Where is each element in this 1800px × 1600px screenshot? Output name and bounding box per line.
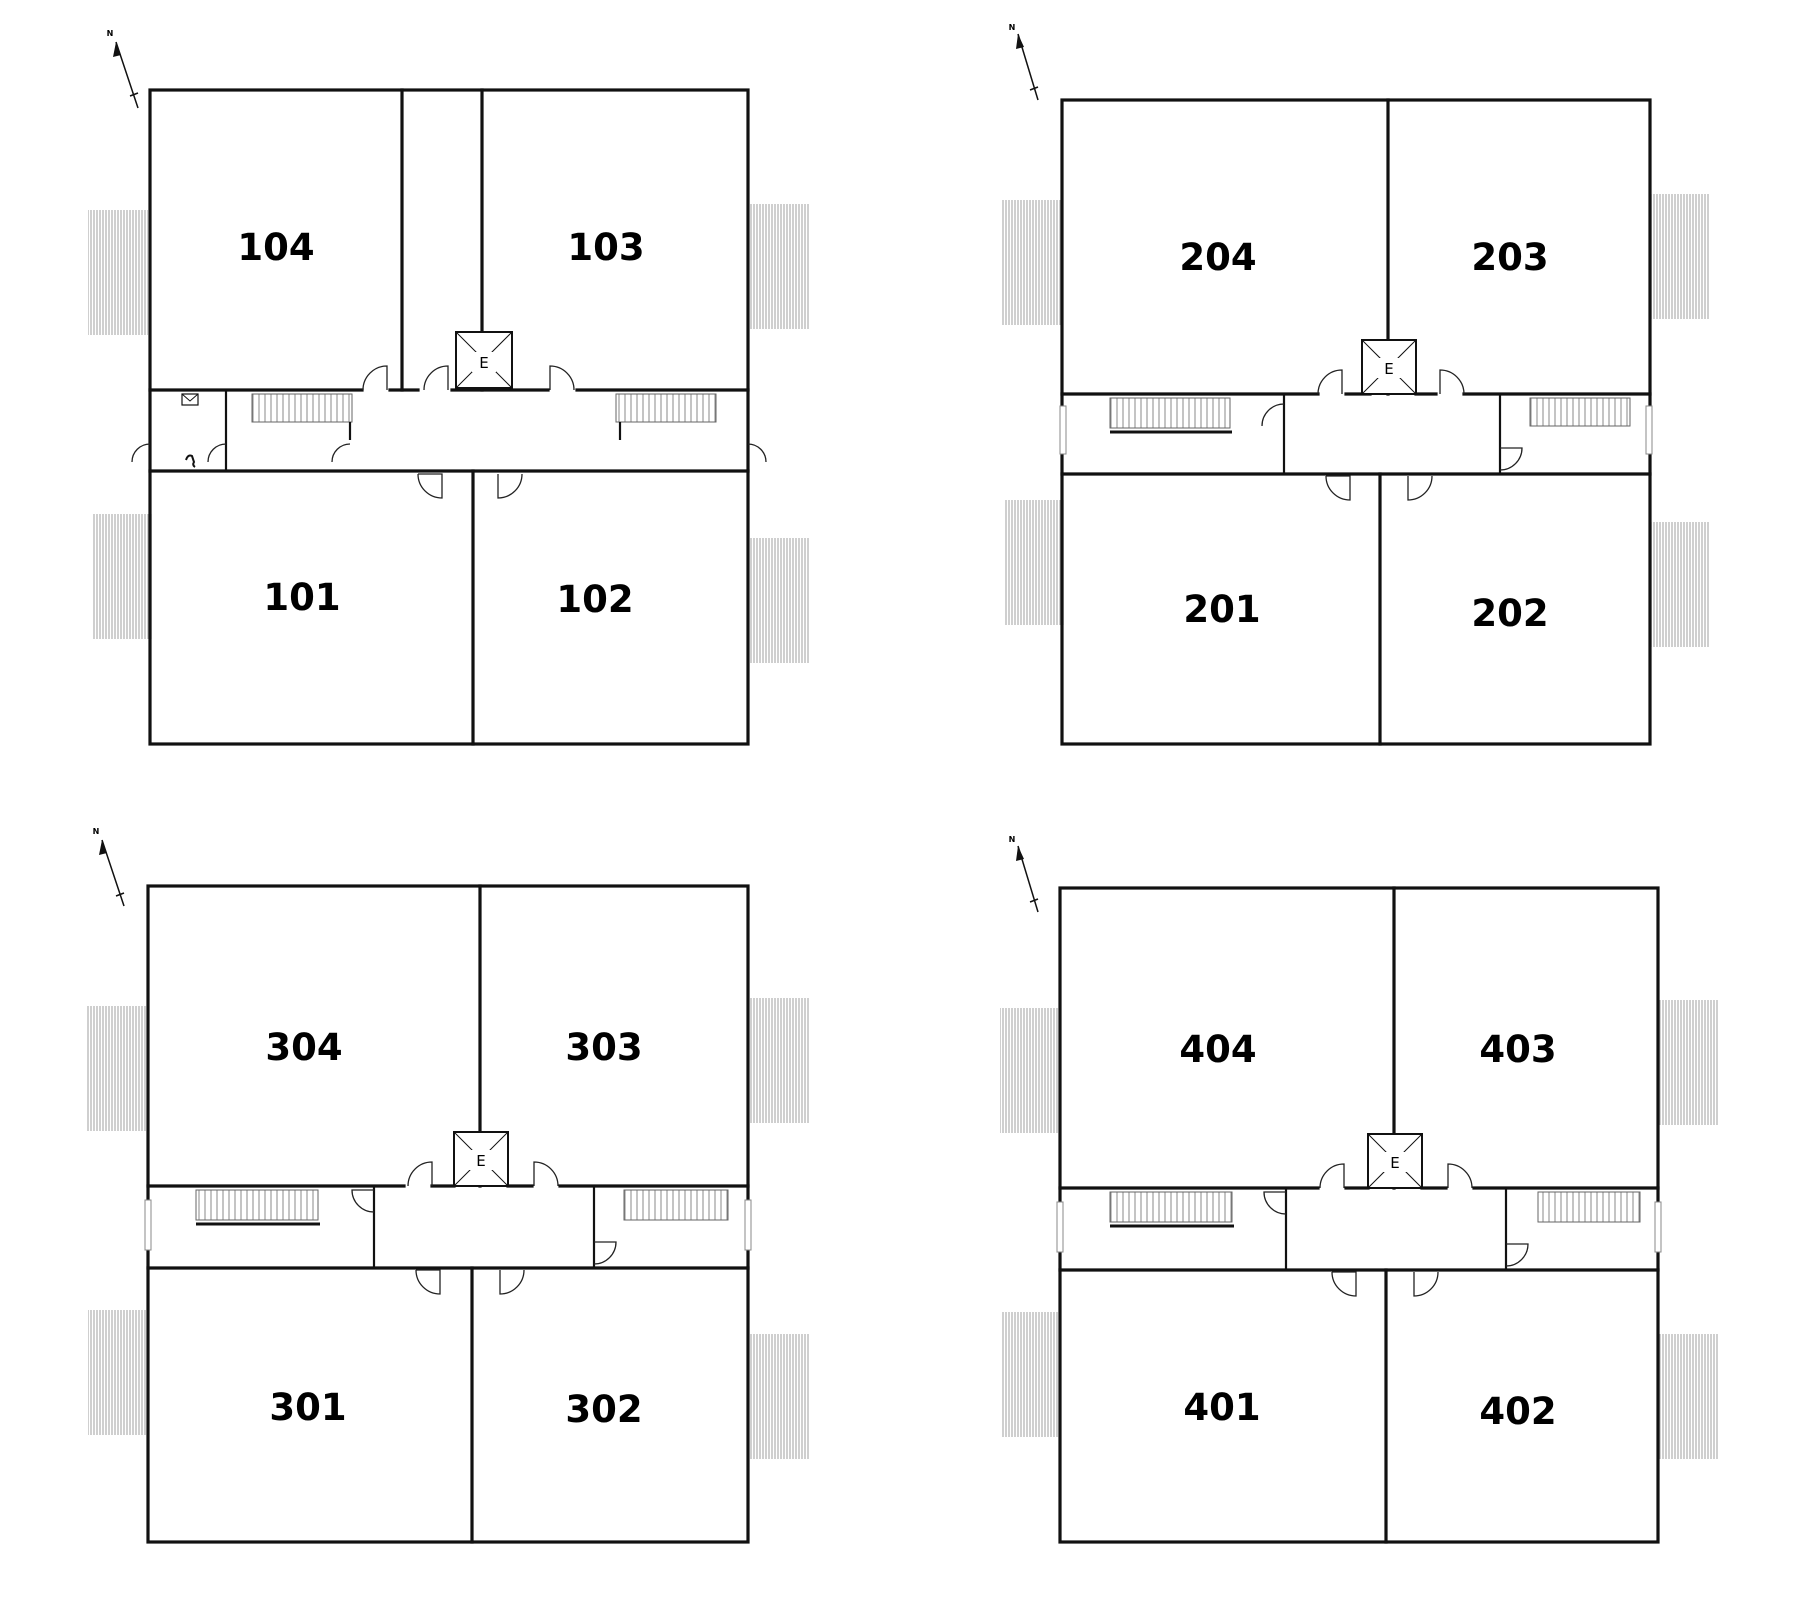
- balcony-icon: [1658, 1334, 1718, 1459]
- north-arrow-icon: N: [1009, 835, 1039, 913]
- elevator-label: E: [479, 354, 488, 372]
- door-icon: [351, 1189, 375, 1213]
- room-label: 303: [565, 1026, 642, 1069]
- balcony-icon: [1658, 1000, 1718, 1125]
- door-icon: [417, 473, 443, 499]
- balcony-icon: [1004, 500, 1064, 625]
- balcony-icon: [86, 1006, 146, 1131]
- north-label: N: [93, 827, 100, 836]
- north-label: N: [1009, 835, 1016, 844]
- balcony-icon: [92, 514, 152, 639]
- north-label: N: [1009, 23, 1016, 32]
- balcony-icon: [750, 998, 810, 1123]
- balcony-icon: [750, 204, 810, 329]
- door-icon: [497, 473, 523, 499]
- floor-plan-3: N E 304 303 30: [86, 827, 810, 1544]
- balcony-icon: [1000, 1008, 1060, 1133]
- balcony-icon: [88, 1310, 148, 1435]
- mailbox-icon: [181, 393, 199, 406]
- room-label: 203: [1471, 236, 1548, 279]
- balcony-icon: [750, 1334, 810, 1459]
- room-label: 304: [265, 1026, 342, 1069]
- room-label: 403: [1479, 1028, 1556, 1071]
- door-icon: [1317, 369, 1343, 395]
- door-icon: [1413, 1271, 1439, 1297]
- elevator-icon: E: [455, 331, 513, 389]
- elevator-icon: E: [1361, 339, 1417, 395]
- elevator-label: E: [1384, 360, 1393, 378]
- room-label: 104: [237, 226, 314, 269]
- stairs-icon: [623, 1189, 729, 1221]
- stairs-icon: [251, 393, 353, 423]
- phone-icon: [185, 454, 196, 468]
- north-arrow-icon: N: [1009, 23, 1039, 101]
- door-icon: [1439, 369, 1465, 395]
- room-label: 204: [1179, 236, 1256, 279]
- door-icon: [1263, 1191, 1287, 1215]
- door-icon: [331, 443, 351, 463]
- stairs-icon: [1109, 1191, 1233, 1223]
- door-icon: [362, 365, 388, 391]
- stairs-icon: [1529, 397, 1631, 427]
- stairs-icon: [195, 1189, 319, 1221]
- elevator-icon: E: [453, 1131, 509, 1187]
- elevator-label: E: [1390, 1154, 1399, 1172]
- room-label: 401: [1183, 1386, 1260, 1429]
- door-icon: [415, 1269, 441, 1295]
- balcony-icon: [1650, 194, 1710, 319]
- door-icon: [747, 443, 767, 463]
- room-label: 201: [1183, 588, 1260, 631]
- door-icon: [207, 443, 227, 463]
- door-icon: [499, 1269, 525, 1295]
- floor-plan-2: N E 204 203 20: [1002, 23, 1710, 746]
- room-label: 301: [269, 1386, 346, 1429]
- door-icon: [423, 365, 449, 391]
- door-icon: [1319, 1163, 1345, 1189]
- balcony-icon: [1650, 522, 1710, 647]
- stairs-icon: [615, 393, 717, 423]
- balcony-icon: [88, 210, 148, 335]
- door-icon: [593, 1241, 617, 1265]
- north-label: N: [107, 29, 114, 38]
- room-label: 102: [556, 578, 633, 621]
- door-icon: [1261, 403, 1285, 427]
- north-arrow-icon: N: [93, 827, 125, 907]
- door-icon: [131, 443, 151, 463]
- balcony-icon: [1002, 1312, 1062, 1437]
- balcony-icon: [750, 538, 810, 663]
- floor-plan-1: N E: [88, 29, 810, 746]
- door-icon: [549, 365, 575, 391]
- door-icon: [1407, 475, 1433, 501]
- door-icon: [407, 1161, 433, 1187]
- door-icon: [1447, 1163, 1473, 1189]
- room-label: 402: [1479, 1390, 1556, 1433]
- room-label: 302: [565, 1388, 642, 1431]
- door-icon: [1331, 1271, 1357, 1297]
- room-label: 103: [567, 226, 644, 269]
- stairs-icon: [1537, 1191, 1641, 1223]
- elevator-icon: E: [1367, 1133, 1423, 1189]
- door-icon: [1325, 475, 1351, 501]
- stairs-icon: [1109, 397, 1231, 429]
- elevator-label: E: [476, 1152, 485, 1170]
- balcony-icon: [1002, 200, 1062, 325]
- door-icon: [1499, 447, 1523, 471]
- floor-plan-4: N E 404 403 40: [1000, 835, 1718, 1544]
- door-icon: [533, 1161, 559, 1187]
- room-label: 404: [1179, 1028, 1256, 1071]
- room-label: 202: [1471, 592, 1548, 635]
- north-arrow-icon: N: [107, 29, 139, 109]
- room-label: 101: [263, 576, 340, 619]
- door-icon: [1505, 1243, 1529, 1267]
